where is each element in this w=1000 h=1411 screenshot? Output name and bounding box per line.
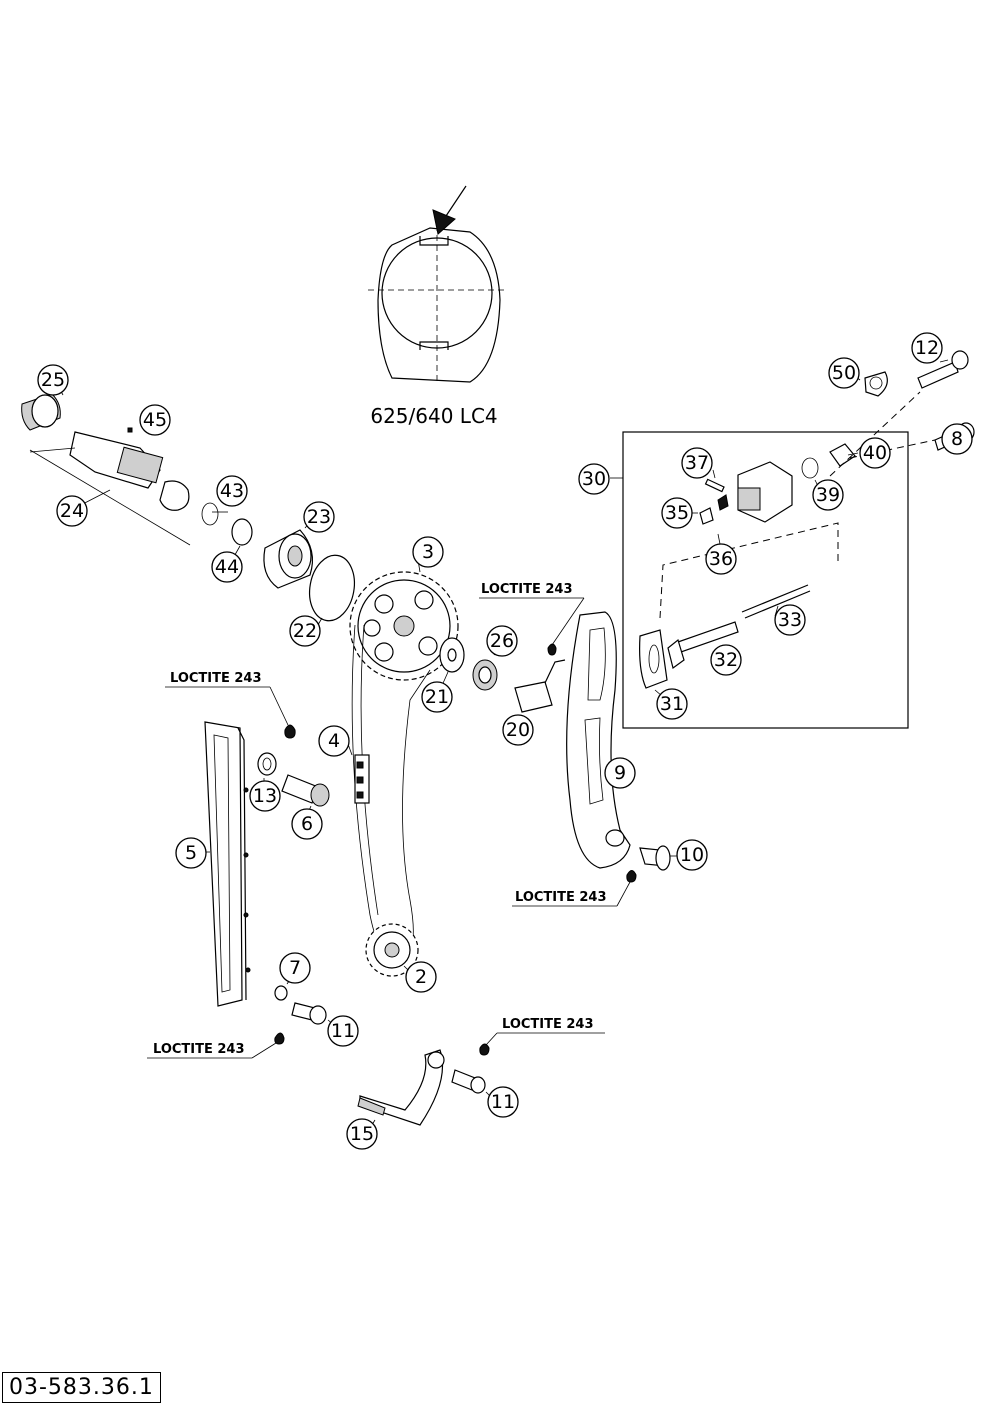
loctite-label-right: LOCTITE 243 xyxy=(515,890,607,905)
svg-text:11: 11 xyxy=(491,1091,515,1113)
svg-text:24: 24 xyxy=(60,500,84,522)
callout-37: 37 xyxy=(681,447,713,479)
tensioner-assembly xyxy=(610,431,909,729)
callout-30: 30 xyxy=(578,463,610,495)
cam-lobe-detail xyxy=(368,185,506,385)
svg-text:36: 36 xyxy=(709,548,733,570)
svg-text:35: 35 xyxy=(665,502,689,524)
svg-text:9: 9 xyxy=(614,762,626,784)
svg-text:50: 50 xyxy=(832,362,856,384)
callout-31: 31 xyxy=(656,688,688,720)
svg-text:26: 26 xyxy=(490,630,514,652)
svg-text:3: 3 xyxy=(422,541,434,563)
svg-text:37: 37 xyxy=(685,452,709,474)
callout-24: 24 xyxy=(56,495,88,527)
svg-text:45: 45 xyxy=(143,409,167,431)
svg-text:6: 6 xyxy=(301,813,313,835)
guide-rail-left xyxy=(204,721,251,1007)
callout-40: 40 xyxy=(859,437,891,469)
callout-32: 32 xyxy=(710,644,742,676)
svg-text:21: 21 xyxy=(425,686,449,708)
callout-5: 5 xyxy=(175,837,207,869)
svg-text:4: 4 xyxy=(328,730,340,752)
bearing-and-circlip xyxy=(263,529,356,622)
svg-text:23: 23 xyxy=(307,506,331,528)
callout-3: 3 xyxy=(412,536,444,568)
tensioner-rail xyxy=(566,611,671,883)
callout-36: 36 xyxy=(705,543,737,575)
callout-11-upper: 11 xyxy=(327,1015,359,1047)
svg-text:7: 7 xyxy=(289,957,301,979)
callout-23: 23 xyxy=(303,501,335,533)
svg-text:10: 10 xyxy=(680,844,704,866)
callout-50: 50 xyxy=(828,357,860,389)
guide-pin xyxy=(257,724,330,807)
callout-44: 44 xyxy=(211,551,243,583)
svg-text:40: 40 xyxy=(863,442,887,464)
callout-22: 22 xyxy=(289,615,321,647)
callout-21: 21 xyxy=(421,681,453,713)
callout-8: 8 xyxy=(941,423,973,455)
loctite-label-bottom-left: LOCTITE 243 xyxy=(153,1042,245,1057)
callout-9: 9 xyxy=(604,757,636,789)
callout-10: 10 xyxy=(676,839,708,871)
chain-link xyxy=(354,754,370,804)
callout-12: 12 xyxy=(911,332,943,364)
svg-text:11: 11 xyxy=(331,1020,355,1042)
crank-sprocket xyxy=(365,923,419,977)
svg-text:5: 5 xyxy=(185,842,197,864)
loctite-labels: LOCTITE 243 LOCTITE 243 LOCTITE 243 LOCT… xyxy=(147,582,631,1059)
loctite-label-top: LOCTITE 243 xyxy=(481,582,573,597)
lower-left-bolt xyxy=(274,985,327,1045)
leader-lines xyxy=(55,359,953,1129)
callout-15: 15 xyxy=(346,1118,378,1150)
callout-45: 45 xyxy=(139,404,171,436)
cam-sprocket xyxy=(349,571,459,681)
svg-text:12: 12 xyxy=(915,337,939,359)
svg-text:20: 20 xyxy=(506,719,530,741)
callout-26: 26 xyxy=(486,625,518,657)
svg-text:31: 31 xyxy=(660,693,684,715)
svg-text:43: 43 xyxy=(220,480,244,502)
svg-text:39: 39 xyxy=(816,484,840,506)
callout-4: 4 xyxy=(318,725,350,757)
loctite-label-bottom-right: LOCTITE 243 xyxy=(502,1017,594,1032)
lower-guide xyxy=(357,1043,490,1126)
variant-caption: 625/640 LC4 xyxy=(370,404,497,428)
callout-35: 35 xyxy=(661,497,693,529)
arrow-indicator-icon xyxy=(432,209,456,235)
svg-text:13: 13 xyxy=(253,785,277,807)
loctite-label-left: LOCTITE 243 xyxy=(170,671,262,686)
callout-33: 33 xyxy=(774,604,806,636)
callout-20: 20 xyxy=(502,714,534,746)
svg-text:8: 8 xyxy=(951,428,963,450)
document-number: 03-583.36.1 xyxy=(2,1372,161,1403)
svg-text:22: 22 xyxy=(293,620,317,642)
svg-text:30: 30 xyxy=(582,468,606,490)
svg-text:15: 15 xyxy=(350,1123,374,1145)
washer-seal-bolt xyxy=(439,637,566,713)
callout-7: 7 xyxy=(279,952,311,984)
svg-text:32: 32 xyxy=(714,649,738,671)
svg-text:25: 25 xyxy=(41,369,65,391)
callout-43: 43 xyxy=(216,475,248,507)
svg-text:33: 33 xyxy=(778,609,802,631)
camshaft-assembly xyxy=(21,393,253,546)
callout-2: 2 xyxy=(405,961,437,993)
callout-39: 39 xyxy=(812,479,844,511)
svg-text:44: 44 xyxy=(215,556,239,578)
callout-11-lower: 11 xyxy=(487,1086,519,1118)
callout-25: 25 xyxy=(37,364,69,396)
callout-6: 6 xyxy=(291,808,323,840)
callout-13: 13 xyxy=(249,780,281,812)
svg-text:2: 2 xyxy=(415,966,427,988)
